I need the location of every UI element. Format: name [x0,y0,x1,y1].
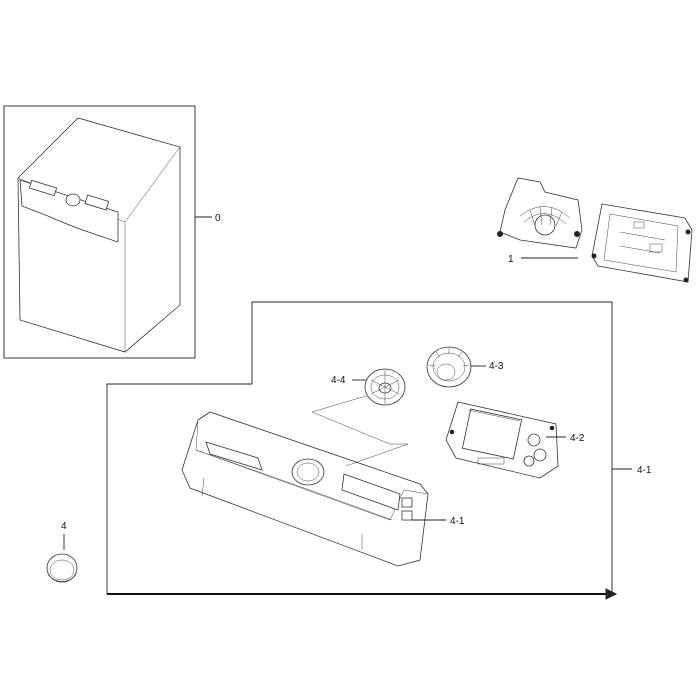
callout-4-1: 4-1 [450,516,465,527]
round-cap [46,553,78,583]
callout-1: 1 [508,254,514,265]
assembly-4-arrowhead [605,588,618,600]
callout-0: 0 [215,213,221,224]
assembly-4-group: 4-1 4-1 4- [106,301,652,600]
knob-dial [364,368,406,406]
cap-group: 4 [46,521,78,583]
pcb-rear-board [591,203,693,283]
callout-3: 4 [61,521,67,532]
knob-ring [426,346,472,388]
callout-4-4: 4-4 [331,375,346,386]
control-panel-housing [181,411,429,567]
pcb-front-board [497,177,583,249]
callout-4-3: 4-3 [489,361,504,372]
display-board [445,401,559,479]
assembly-4-frame [106,301,613,594]
callout-4: 4-1 [637,465,652,476]
callout-4-2: 4-2 [570,433,585,444]
assembly-0-frame [3,105,196,359]
pcb-group: 1 [497,177,693,283]
guide-lines [311,395,409,467]
washer-illustration [17,117,181,353]
assembly-0-group: 0 [3,105,221,359]
